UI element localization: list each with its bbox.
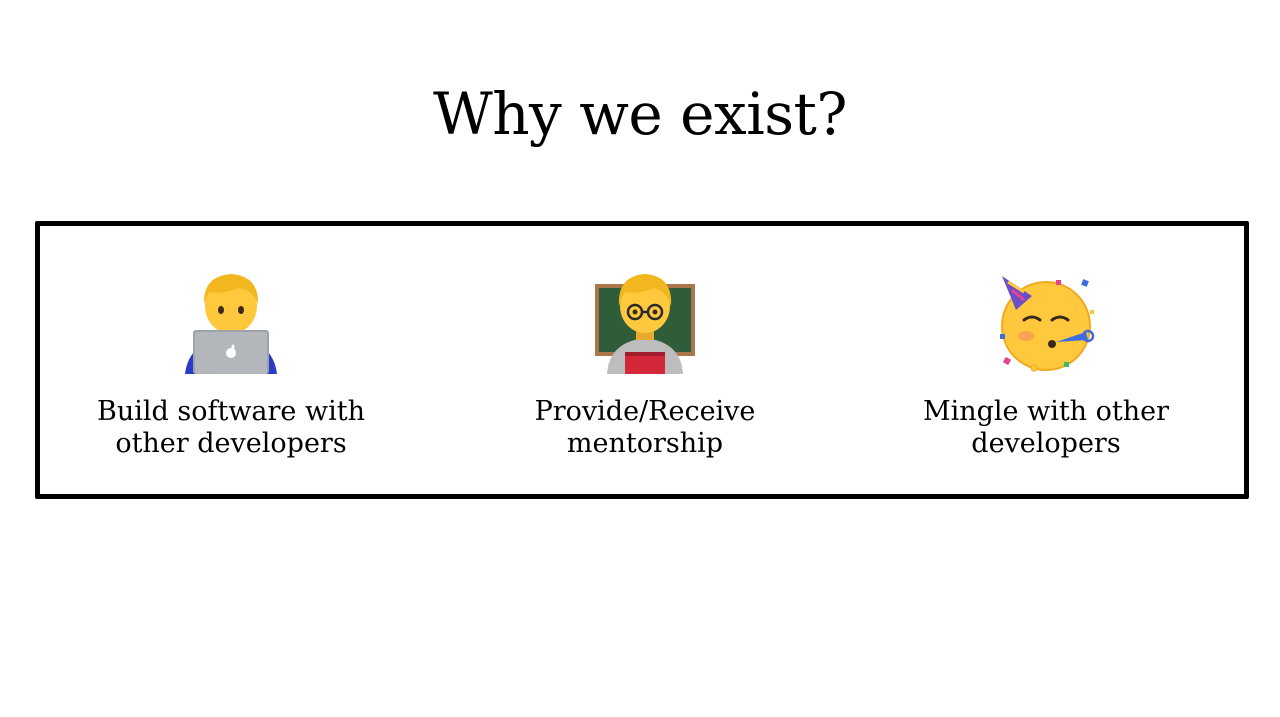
slide-title: Why we exist? [433,80,847,148]
reason-label: Provide/Receive mentorship [534,396,756,459]
reasons-box: Build software with other developers [35,221,1249,499]
reason-label: Build software with other developers [97,396,365,459]
reason-label: Mingle with other developers [922,396,1170,459]
reason-build-software: Build software with other developers [51,270,411,460]
technologist-emoji-icon [185,274,277,374]
partying-face-emoji-icon [1000,276,1095,372]
teacher-emoji-icon [595,274,695,374]
reason-mentorship: Provide/Receive mentorship [465,270,825,460]
reason-mingle: Mingle with other developers [866,270,1226,460]
